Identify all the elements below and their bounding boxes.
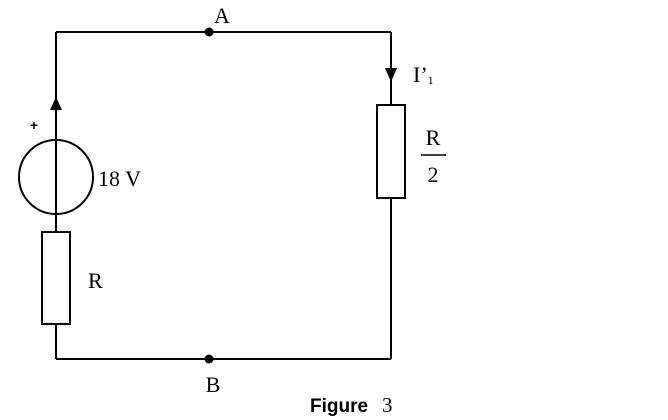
node-a: A	[204, 3, 230, 37]
current-arrow	[385, 68, 397, 82]
source-polarity-label: +	[30, 117, 38, 133]
right-resistor: R 2	[376, 104, 446, 199]
node-a-dot	[204, 27, 214, 37]
current-subscript: 1	[428, 73, 434, 87]
right-resistor-body	[376, 104, 406, 199]
current-symbol: I’	[413, 62, 428, 87]
right-resistor-numerator: R	[426, 125, 441, 150]
current-label: I’1	[413, 62, 434, 87]
node-b-dot	[204, 354, 214, 364]
left-resistor: R	[41, 231, 103, 325]
node-b-label: B	[206, 372, 221, 397]
source-direction-arrow	[50, 97, 62, 110]
voltage-source: + 18 V	[18, 97, 141, 215]
caption-word: Figure	[310, 396, 368, 417]
node-a-label: A	[214, 3, 230, 28]
wires	[55, 31, 392, 360]
figure-caption: Figure 3	[310, 393, 393, 417]
current-indicator: I’1	[385, 62, 434, 87]
left-resistor-label: R	[88, 268, 103, 293]
node-b: B	[204, 354, 221, 397]
source-voltage-label: 18 V	[98, 166, 141, 191]
left-resistor-body	[41, 231, 71, 325]
caption-number: 3	[382, 393, 393, 417]
right-resistor-denominator: 2	[428, 162, 439, 187]
